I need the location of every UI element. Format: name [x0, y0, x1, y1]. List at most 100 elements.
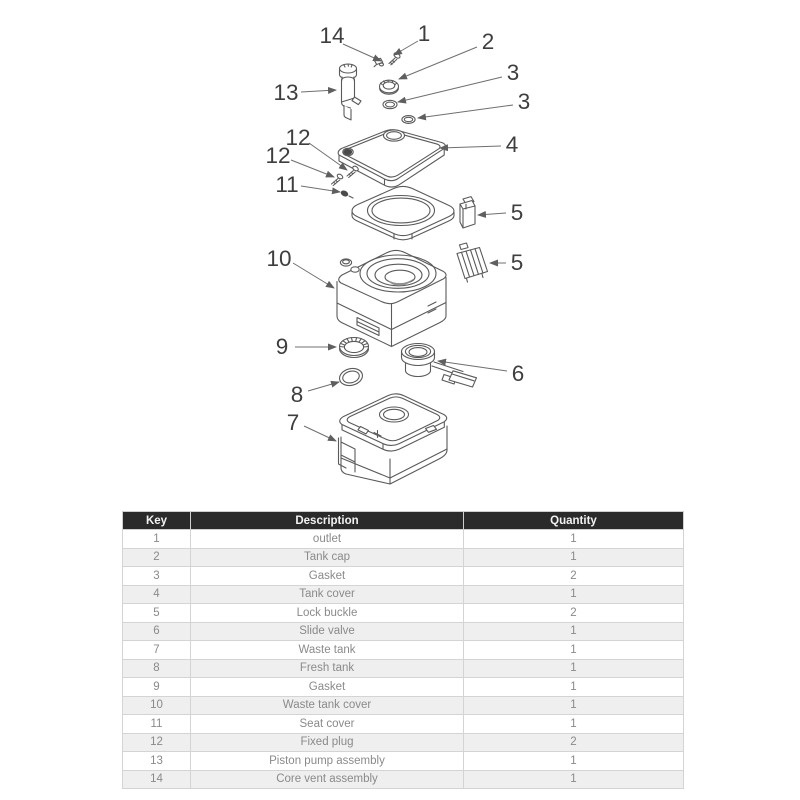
outlet-drawing [388, 52, 401, 66]
gasket-ring-drawing [338, 336, 370, 359]
cell-description: Fresh tank [190, 658, 464, 678]
leader-line [437, 358, 508, 372]
cell-key: 14 [122, 769, 191, 789]
lock-buckle-b-drawing [456, 242, 489, 283]
cell-quantity: 2 [463, 603, 684, 623]
cell-description: Tank cap [190, 547, 464, 567]
callout-7: 7 [287, 410, 300, 435]
cell-description: Tank cover [190, 584, 464, 604]
cell-quantity: 1 [463, 547, 684, 567]
tank-cap-drawing [378, 79, 400, 95]
cell-description: Waste tank [190, 640, 464, 660]
leader-lines [290, 40, 514, 442]
cell-key: 10 [122, 695, 191, 715]
cell-key: 7 [122, 640, 191, 660]
cell-description: Waste tank cover [190, 695, 464, 715]
leader-line [393, 40, 419, 56]
cell-key: 9 [122, 677, 191, 697]
gasket-upper-drawing [382, 99, 398, 110]
leader-line [290, 159, 335, 178]
cell-key: 5 [122, 603, 191, 623]
cell-description: Core vent assembly [190, 769, 464, 789]
callout-8: 8 [291, 382, 304, 407]
cell-key: 4 [122, 584, 191, 604]
cell-quantity: 1 [463, 695, 684, 715]
callout-10: 10 [266, 246, 291, 271]
fixed-plug-b-drawing [330, 173, 344, 187]
cell-key: 12 [122, 732, 191, 752]
waste-tank-drawing [337, 393, 448, 485]
tank-cover-drawing [337, 129, 446, 188]
cell-quantity: 1 [463, 714, 684, 734]
cell-description: Fixed plug [190, 732, 464, 752]
cell-quantity: 1 [463, 584, 684, 604]
waste-tank-cover-drawing [336, 249, 447, 348]
leader-line [397, 76, 503, 104]
gasket-lower-drawing [401, 115, 416, 124]
leader-line [292, 262, 335, 289]
callout-4: 4 [506, 132, 519, 157]
cell-description: Gasket [190, 566, 464, 586]
cell-key: 3 [122, 566, 191, 586]
lock-buckle-a-drawing [459, 196, 476, 229]
leader-line [300, 185, 341, 195]
cell-key: 6 [122, 621, 191, 641]
leader-line [300, 86, 337, 94]
cell-quantity: 1 [463, 529, 684, 549]
table-header-row: Key Description Quantity [122, 511, 684, 530]
piston-pump-assembly-drawing [338, 63, 362, 121]
cell-quantity: 1 [463, 751, 684, 771]
cell-description: Slide valve [190, 621, 464, 641]
cell-description: Seat cover [190, 714, 464, 734]
cell-description: Gasket [190, 677, 464, 697]
callout-labels: 14 1 2 3 3 13 12 12 11 4 5 10 5 9 6 8 7 [265, 21, 530, 435]
leader-line [398, 46, 478, 80]
leader-line [477, 210, 507, 218]
cell-description: Piston pump assembly [190, 751, 464, 771]
cell-quantity: 1 [463, 658, 684, 678]
col-header-quantity: Quantity [463, 511, 684, 530]
callout-9: 9 [276, 334, 289, 359]
callout-3a: 3 [507, 60, 520, 85]
col-header-key: Key [122, 511, 191, 530]
callout-5a: 5 [511, 200, 524, 225]
leader-line [439, 144, 502, 152]
callout-11: 11 [275, 172, 298, 197]
callout-13: 13 [273, 80, 298, 105]
callout-5b: 5 [511, 250, 524, 275]
callout-6: 6 [512, 361, 525, 386]
cell-key: 1 [122, 529, 191, 549]
callout-12a: 12 [285, 125, 310, 150]
slide-valve-drawing [400, 342, 478, 388]
col-header-description: Description [190, 511, 464, 530]
cell-key: 13 [122, 751, 191, 771]
callout-14: 14 [319, 23, 344, 48]
callout-2: 2 [482, 29, 495, 54]
leader-line [342, 43, 382, 62]
fresh-tank-seal-drawing [339, 367, 363, 387]
seat-cover-drawing [340, 185, 455, 241]
cell-quantity: 1 [463, 621, 684, 641]
leader-line [303, 425, 337, 442]
leader-line [417, 104, 514, 121]
cell-quantity: 2 [463, 566, 684, 586]
leader-line [307, 380, 340, 392]
cell-description: Lock buckle [190, 603, 464, 623]
cell-key: 2 [122, 547, 191, 567]
